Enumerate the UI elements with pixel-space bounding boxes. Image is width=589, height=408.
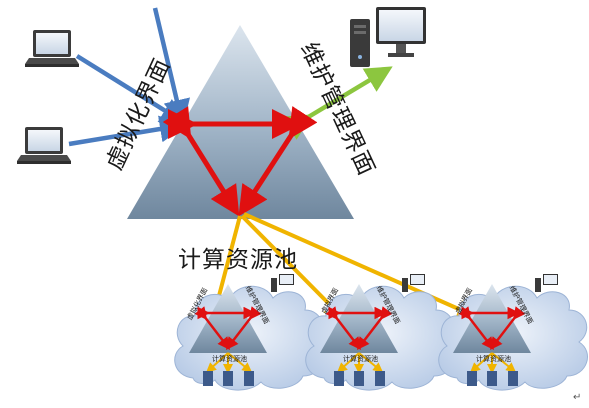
cloud-3 — [438, 274, 588, 391]
clouds — [174, 274, 588, 391]
red-arrow-right — [238, 106, 318, 217]
cloud-1 — [174, 274, 324, 391]
cloud-1-compute-label: 计算资源池 — [212, 355, 247, 363]
laptop-icon — [17, 127, 71, 164]
cloud-2-compute-label: 计算资源池 — [343, 355, 378, 363]
laptop-icon — [25, 30, 79, 67]
compute-pool-label: 计算资源池 — [178, 247, 298, 273]
cloud-3-compute-label: 计算资源池 — [476, 355, 511, 363]
blue-arrow-laptop-2 — [68, 115, 187, 147]
desktop-computer-icon — [271, 274, 294, 292]
yellow-arrow-2 — [240, 214, 345, 320]
red-arrow-left — [162, 106, 240, 217]
desktop-computer-icon — [402, 274, 425, 292]
cloud-2 — [305, 274, 455, 391]
desktop-computer-icon — [535, 274, 558, 292]
server-icon — [467, 371, 518, 386]
green-arrow — [282, 66, 393, 140]
desktop-computer-icon — [350, 7, 426, 67]
paragraph-mark: ↵ — [573, 392, 582, 403]
server-icon — [334, 371, 385, 386]
server-icon — [203, 371, 254, 386]
